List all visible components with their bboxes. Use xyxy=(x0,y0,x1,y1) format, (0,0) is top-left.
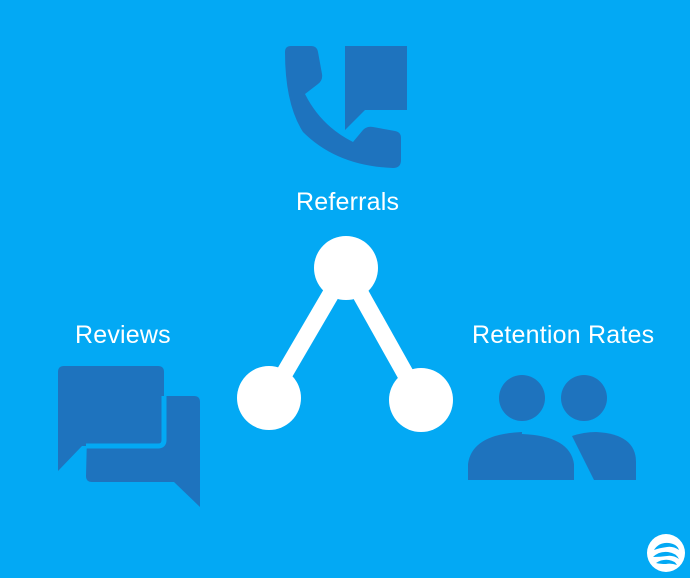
network-node-top xyxy=(314,236,378,300)
brand-logo-icon xyxy=(647,534,685,572)
phone-message-icon xyxy=(285,46,407,168)
retention-rates-label: Retention Rates xyxy=(472,321,655,349)
network-node-right xyxy=(389,368,453,432)
share-network-icon xyxy=(237,236,453,432)
people-icon xyxy=(468,375,636,480)
network-node-left xyxy=(237,366,301,430)
referrals-label: Referrals xyxy=(296,188,400,216)
reviews-label: Reviews xyxy=(75,321,171,349)
chat-bubbles-icon xyxy=(58,366,200,507)
